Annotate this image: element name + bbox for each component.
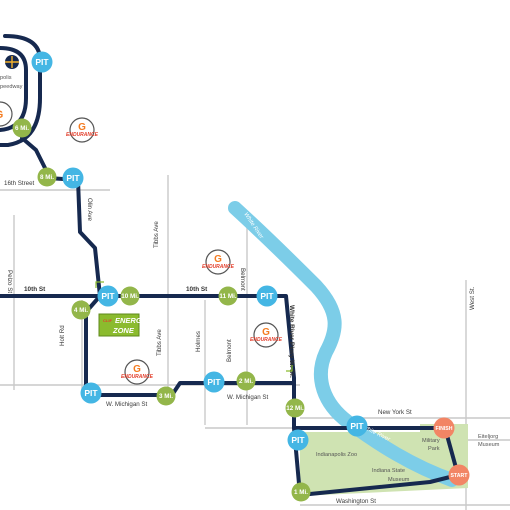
label-military-park-2: Park bbox=[428, 446, 440, 452]
mile-markers: 1 Mi. 2 Mi. 3 Mi. 4 Mi. 6 Mi. 8 Mi. 10 M… bbox=[12, 118, 311, 502]
svg-text:ENERGY: ENERGY bbox=[115, 316, 148, 325]
energy-zone-badge: CLIF ENERGY ZONE bbox=[98, 313, 148, 337]
pit-stop-michigan: PIT bbox=[203, 371, 225, 393]
svg-text:CLIF: CLIF bbox=[103, 318, 112, 323]
pit-markers: PIT PIT PIT PIT PIT PIT PIT PIT bbox=[31, 51, 368, 451]
label-pelzo-st: Pelzo St bbox=[6, 270, 13, 293]
svg-text:1 Mi.: 1 Mi. bbox=[294, 489, 308, 496]
svg-text:11 Mi.: 11 Mi. bbox=[219, 293, 236, 300]
svg-text:G: G bbox=[262, 327, 270, 338]
svg-text:6 Mi.: 6 Mi. bbox=[15, 125, 29, 132]
svg-text:G: G bbox=[78, 122, 86, 133]
label-10th-st-mid: 10th St bbox=[186, 286, 208, 293]
svg-text:PIT: PIT bbox=[84, 388, 98, 398]
pit-stop-holt: PIT bbox=[80, 382, 102, 404]
label-holmes: Holmes bbox=[195, 331, 202, 352]
label-belmont-upper: Belmont bbox=[239, 268, 246, 291]
svg-text:PIT: PIT bbox=[207, 377, 221, 387]
pit-stop-10th-east: PIT bbox=[256, 285, 278, 307]
pit-stop-new-york: PIT bbox=[346, 415, 368, 437]
label-washington-st: Washington St bbox=[336, 498, 376, 505]
svg-text:PIT: PIT bbox=[350, 421, 364, 431]
endurance-station-tibbs: G ENDURANCE bbox=[121, 359, 154, 385]
mile-marker-2: 2 Mi. bbox=[236, 371, 256, 391]
svg-text:PIT: PIT bbox=[291, 435, 305, 445]
street-labels: 16th Street Olin Ave 10th St 10th St Tib… bbox=[4, 180, 476, 505]
mile-marker-4: 4 Mi. bbox=[71, 300, 91, 320]
svg-text:PIT: PIT bbox=[101, 291, 115, 301]
endurance-station-speedway: G bbox=[0, 101, 13, 127]
mile-marker-1: 1 Mi. bbox=[291, 482, 311, 502]
mile-marker-8: 8 Mi. bbox=[37, 167, 57, 187]
svg-text:G: G bbox=[133, 364, 141, 375]
svg-text:ENDURANCE: ENDURANCE bbox=[250, 337, 283, 343]
direction-arrows bbox=[95, 281, 293, 372]
speedway-logo bbox=[5, 55, 19, 69]
mile-marker-11: 11 Mi. bbox=[218, 286, 238, 306]
svg-text:PIT: PIT bbox=[35, 57, 49, 67]
svg-text:PIT: PIT bbox=[66, 173, 80, 183]
label-new-york-st: New York St bbox=[378, 409, 412, 416]
label-white-river-pkwy: White River Pkwy W. Dr. bbox=[288, 305, 295, 378]
label-tibbs-lower: Tibbs Ave bbox=[156, 329, 163, 356]
start-marker: START bbox=[448, 464, 470, 486]
pit-stop-speedway: PIT bbox=[31, 51, 53, 73]
route-tenth-street bbox=[0, 294, 296, 430]
mile-marker-10: 10 Mi. bbox=[120, 286, 140, 306]
svg-text:FINISH: FINISH bbox=[435, 426, 452, 432]
endurance-station-north: G ENDURANCE bbox=[66, 117, 99, 143]
endurance-station-parkway: G ENDURANCE bbox=[250, 322, 283, 348]
label-eiteljorg-1: Eiteljorg bbox=[478, 434, 498, 440]
svg-text:2 Mi.: 2 Mi. bbox=[239, 378, 253, 385]
pit-stop-16th: PIT bbox=[62, 167, 84, 189]
label-military-park-1: Military bbox=[422, 438, 440, 444]
label-indianapolis-zoo: Indianapolis Zoo bbox=[316, 452, 357, 458]
mile-marker-3: 3 Mi. bbox=[156, 386, 176, 406]
label-16th-street: 16th Street bbox=[4, 180, 35, 187]
mile-marker-12: 12 Mi. bbox=[285, 398, 305, 418]
white-river bbox=[228, 201, 459, 487]
svg-text:ZONE: ZONE bbox=[112, 326, 135, 335]
svg-text:12 Mi.: 12 Mi. bbox=[286, 405, 304, 412]
svg-text:8 Mi.: 8 Mi. bbox=[40, 174, 54, 181]
endurance-stations: G G ENDURANCE G ENDURANCE G ENDURANCE G … bbox=[0, 101, 283, 385]
svg-text:3 Mi.: 3 Mi. bbox=[159, 393, 173, 400]
pit-stop-white-river: PIT bbox=[287, 429, 309, 451]
label-w-michigan-left: W. Michigan St bbox=[106, 401, 148, 408]
svg-text:4 Mi.: 4 Mi. bbox=[74, 307, 88, 314]
svg-text:10 Mi.: 10 Mi. bbox=[121, 293, 139, 300]
start-finish-markers: FINISH START bbox=[433, 417, 470, 486]
poi-labels: polis peedway Indianapolis Zoo Indiana S… bbox=[0, 75, 500, 483]
svg-text:ENDURANCE: ENDURANCE bbox=[66, 132, 99, 138]
label-museum-2: Museum bbox=[388, 477, 410, 483]
svg-text:ENDURANCE: ENDURANCE bbox=[121, 374, 154, 380]
svg-text:ENDURANCE: ENDURANCE bbox=[202, 264, 235, 270]
label-belmont-lower: Belmont bbox=[226, 339, 233, 362]
mile-marker-6: 6 Mi. bbox=[12, 118, 32, 138]
svg-text:G: G bbox=[214, 254, 222, 265]
svg-text:START: START bbox=[451, 473, 469, 479]
route-speedway-loop bbox=[0, 34, 42, 147]
label-olin-ave: Olin Ave bbox=[86, 198, 93, 221]
label-10th-st-left: 10th St bbox=[24, 286, 46, 293]
finish-marker: FINISH bbox=[433, 417, 455, 439]
label-tibbs-upper: Tibbs Ave bbox=[153, 221, 160, 248]
svg-text:PIT: PIT bbox=[260, 291, 274, 301]
label-w-michigan-right: W. Michigan St bbox=[227, 394, 269, 401]
pit-stop-10th-west: PIT bbox=[97, 285, 119, 307]
label-speedway-2: peedway bbox=[0, 84, 23, 90]
label-speedway-1: polis bbox=[0, 75, 12, 81]
label-holt-rd: Holt Rd bbox=[59, 325, 66, 346]
label-eiteljorg-2: Museum bbox=[478, 442, 500, 448]
endurance-station-belmont: G ENDURANCE bbox=[202, 249, 235, 275]
label-museum-1: Indiana State bbox=[372, 468, 405, 474]
svg-text:G: G bbox=[0, 109, 3, 121]
label-west-st: West St. bbox=[469, 286, 476, 310]
military-park-area bbox=[300, 424, 468, 496]
